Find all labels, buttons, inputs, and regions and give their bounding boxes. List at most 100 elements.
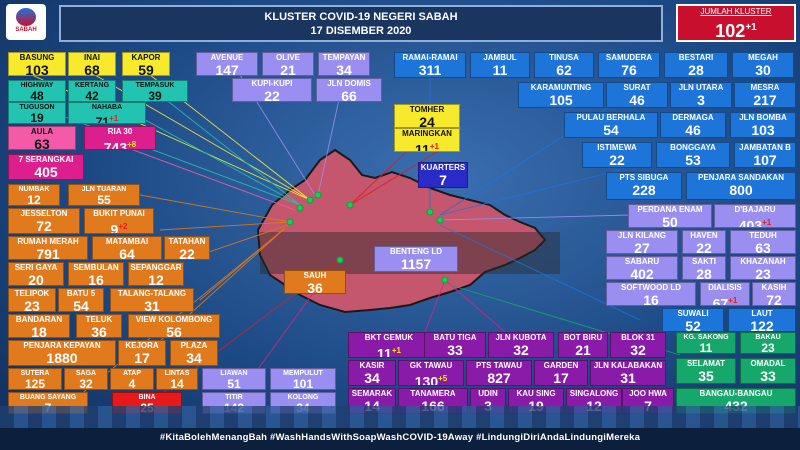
cluster-count-value: 34 xyxy=(186,350,202,366)
cluster-name: ATAP xyxy=(122,370,142,377)
cluster-count: 130+5 xyxy=(399,371,463,385)
cluster-count-value: 72 xyxy=(36,218,52,234)
cluster-name: GK TAWAU xyxy=(409,361,453,370)
cluster-count-value: 11 xyxy=(699,341,713,354)
cluster-count: 103 xyxy=(731,123,795,138)
cluster-count-value: 103 xyxy=(25,62,49,76)
cluster-count-value: 54 xyxy=(73,298,89,312)
cluster-count: 18 xyxy=(9,325,69,338)
cluster-delta: +1 xyxy=(728,296,738,305)
cluster-count: 22 xyxy=(233,89,311,102)
cluster-count: 55 xyxy=(69,194,139,206)
cluster-count: 46 xyxy=(661,123,725,138)
cluster-count-value: 23 xyxy=(761,341,775,354)
cluster-name: TALANG-TALANG xyxy=(117,289,187,298)
cluster-name: DIALISIS xyxy=(708,283,742,292)
cluster-count: 405 xyxy=(9,165,83,180)
cluster-count-value: 22 xyxy=(609,152,625,168)
cluster-count-value: 36 xyxy=(91,324,107,338)
cluster-name: LINTAS xyxy=(164,370,190,377)
cluster-count-value: 55 xyxy=(97,193,111,206)
cluster-count-value: 7 xyxy=(439,172,447,188)
cluster-delta: +2 xyxy=(118,222,128,231)
cluster-name: KHAZANAH xyxy=(740,257,786,266)
cluster-count: 14 xyxy=(157,378,197,390)
cluster-name: KUARTERS xyxy=(420,163,466,172)
cluster-name: HIGHWAY xyxy=(20,82,54,89)
cluster-name: GARDEN xyxy=(543,361,579,370)
cluster-count-value: 107 xyxy=(753,152,777,168)
cluster-count-value: 16 xyxy=(643,292,659,306)
cluster-count: 30 xyxy=(733,63,793,78)
cluster-count: 7 xyxy=(623,399,673,414)
cluster-count-value: 22 xyxy=(264,88,280,102)
cluster-name: ISTIMEWA xyxy=(597,143,637,152)
cluster-count: 402 xyxy=(607,267,677,280)
cluster-count-value: 39 xyxy=(148,89,162,102)
cluster-name: PULAU BERHALA xyxy=(576,113,646,122)
cluster-name: MESRA xyxy=(750,83,780,92)
cluster-name: JESSELTON xyxy=(20,209,68,218)
cluster-count-value: 3 xyxy=(697,92,705,108)
cluster-name: TINUSA xyxy=(549,53,579,62)
cluster-count-value: 31 xyxy=(144,298,160,312)
cluster-name: INAI xyxy=(84,53,100,62)
cluster-count: 33 xyxy=(741,369,795,384)
cluster-name: SERI GAYA xyxy=(14,263,58,272)
cluster-name: TOMHER xyxy=(409,105,445,114)
cluster-count-value: 24 xyxy=(419,114,435,128)
cluster-count: 76 xyxy=(599,63,659,78)
cluster-delta: +5 xyxy=(438,374,448,383)
cluster-count: 50 xyxy=(629,215,711,228)
cluster-name: BUANG SAYANG xyxy=(19,394,77,401)
cluster-count: 67+1 xyxy=(701,293,749,305)
cluster-count-value: 16 xyxy=(88,272,104,286)
footer-hashtags: #KitaBolehMenangBah #WashHandsWithSoapWa… xyxy=(159,432,641,443)
cluster-count-value: 405 xyxy=(34,164,58,180)
cluster-count-value: 122 xyxy=(750,318,774,332)
cluster-name: KG. SAKONG xyxy=(683,334,729,341)
cluster-count-value: 9 xyxy=(110,221,119,234)
total-clusters-box: JUMLAH KLUSTER 102+1 xyxy=(676,4,796,42)
cluster-name: D'BAJARU xyxy=(734,205,776,214)
cluster-count: 17 xyxy=(535,371,587,386)
cluster-count-value: 31 xyxy=(620,370,636,386)
cluster-count: 9+2 xyxy=(85,219,153,234)
cluster-count: 311 xyxy=(395,63,465,78)
footer-banner: #KitaBolehMenangBah #WashHandsWithSoapWa… xyxy=(0,428,800,450)
cluster-delta: +1 xyxy=(762,218,772,227)
cluster-count-value: 228 xyxy=(632,182,656,198)
cluster-name: SUWALI xyxy=(677,309,709,318)
cluster-count: 31 xyxy=(591,371,665,386)
cluster-name: MEGAH xyxy=(748,53,778,62)
cluster-count-value: 125 xyxy=(24,377,46,390)
cluster-name: HAVEN xyxy=(690,231,718,240)
